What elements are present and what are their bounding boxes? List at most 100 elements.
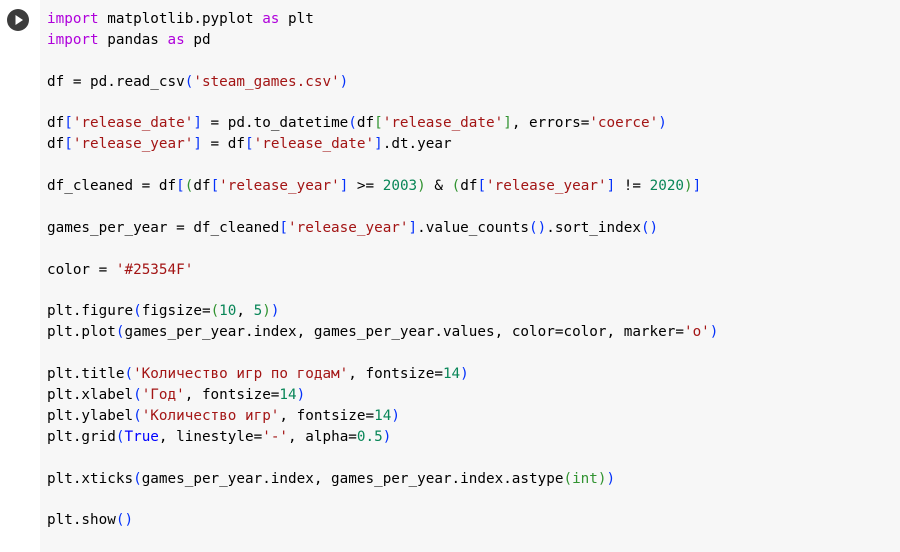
code-line [47,197,900,218]
code-token: ) [417,178,426,195]
code-token: ) [339,73,349,90]
code-token: 10 [219,303,237,320]
code-token: ( [348,115,357,132]
code-token: () [115,512,134,529]
code-token: df_cleaned = df [47,178,177,195]
code-token: 'steam_games.csv' [193,73,340,90]
code-line: plt.xticks(games_per_year.index, games_p… [47,469,900,490]
code-token: , fontsize= [279,407,375,424]
code-token: , fontsize= [184,387,280,404]
code-token: , alpha= [288,428,357,445]
code-token: pandas [98,31,168,48]
code-token: ] [503,115,512,132]
code-token: True [124,428,159,445]
code-token: games_per_year.index, games_per_year.val… [124,324,684,341]
code-line: df['release_date'] = pd.to_datetime(df['… [47,113,900,134]
code-token: .value_counts [417,219,530,236]
code-token: ) [296,387,306,404]
code-line [47,489,900,510]
code-token: 'Количество игр по годам' [133,366,349,383]
code-token: ( [133,470,142,487]
code-token: 'coerce' [589,115,659,132]
code-token: 14 [442,366,461,383]
code-token: 'Количество игр' [141,407,280,424]
code-token: 'release_year' [288,219,409,236]
code-line: df_cleaned = df[(df['release_year'] >= 2… [47,176,900,197]
code-token: df [460,178,478,195]
code-token: plt.show [47,512,116,529]
code-token: ( [124,366,134,383]
code-token: 'release_year' [486,178,607,195]
code-token: ) [709,324,719,341]
code-token: plt.plot [47,324,116,341]
code-token: [ [176,178,185,195]
run-cell-button[interactable] [7,9,29,31]
code-token: 'release_date' [382,115,504,132]
code-token: [ [374,115,383,132]
code-token: figsize= [141,303,211,320]
code-line: plt.show() [47,510,900,531]
code-token: .dt.year [382,136,452,153]
code-token: 'release_year' [219,178,340,195]
code-token: ) [658,115,667,132]
code-token: 5 [253,303,263,320]
code-token: df = pd.read_csv [47,73,185,90]
code-line: plt.figure(figsize=(10, 5)) [47,301,900,322]
code-line [47,51,900,72]
code-line: import matplotlib.pyplot as plt [47,9,900,30]
code-line: plt.title('Количество игр по годам', fon… [47,364,900,385]
code-token: ) [262,303,271,320]
code-token: = pd.to_datetime [201,115,349,132]
code-token: df [47,136,65,153]
code-token: 'release_year' [72,136,194,153]
code-line [47,281,900,302]
code-token: , fontsize= [348,366,443,383]
code-token: ] [374,136,383,153]
code-token: df [193,178,211,195]
code-token: ( [451,178,461,195]
code-token: 0.5 [356,428,383,445]
code-token: pd [184,31,211,48]
code-token: 14 [279,387,297,404]
play-icon [15,15,23,25]
code-line: plt.plot(games_per_year.index, games_per… [47,322,900,343]
code-token: != [615,178,650,195]
code-token: plt [279,11,314,27]
code-token: 'release_date' [253,136,375,153]
code-token: import [47,11,99,27]
code-line [47,93,900,114]
code-token: 'release_date' [72,115,194,132]
cell-gutter [0,0,40,552]
code-token: >= [348,178,383,195]
code-token: 14 [374,407,392,424]
code-token: ] [339,178,349,195]
code-token: ] [408,219,418,236]
code-token: ] [193,115,202,132]
code-token: plt.grid [47,428,116,445]
code-token: .sort_index [546,219,641,236]
code-token: [ [477,178,487,195]
code-token: ( [184,73,194,90]
code-token: plt.ylabel [47,407,134,424]
code-token: ( [115,324,125,341]
code-token: ] [606,178,616,195]
code-token: 2020 [649,178,685,195]
code-line [47,155,900,176]
code-token: ) [391,407,400,424]
code-token: ] [193,136,202,153]
code-token: matplotlib.pyplot [98,11,263,27]
code-token: as [167,31,185,48]
code-line: games_per_year = df_cleaned['release_yea… [47,218,900,239]
code-token: [ [64,136,73,153]
code-token: & [425,178,452,195]
code-token: 2003 [382,178,418,195]
code-token: , errors= [511,115,590,132]
code-line: plt.grid(True, linestyle='-', alpha=0.5) [47,427,900,448]
code-token: plt.xlabel [47,387,134,404]
code-token: , linestyle= [158,428,263,445]
code-token: ) [597,470,607,487]
code-line: color = '#25354F' [47,260,900,281]
code-token: int [572,470,598,487]
